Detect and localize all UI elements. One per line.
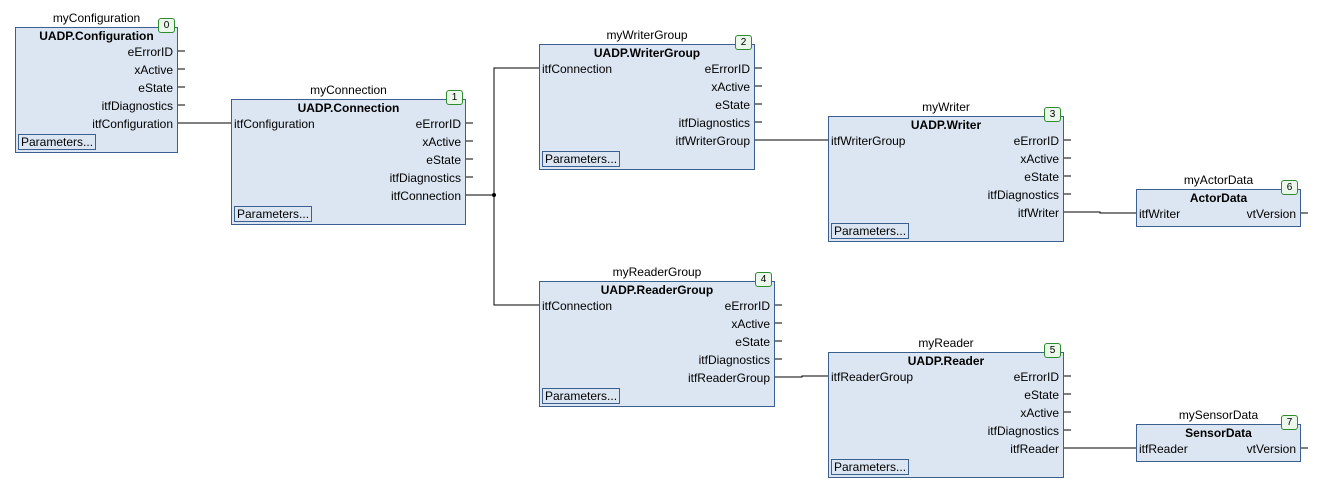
function-block-myConnection[interactable]: UADP.Connection 1 itfConfiguration eErrorID… [231,90,466,225]
output-pin-eState[interactable]: eState [1024,388,1059,402]
output-pin-itfReaderGroup[interactable]: itfReaderGroup [687,371,770,385]
output-pin-xActive[interactable]: xActive [422,135,461,149]
wire-myReaderGroup-itfReaderGroup-to-myReader-itfReaderGroup[interactable] [775,375,828,378]
instance-name: myReader [918,336,974,350]
output-pin-itfDiagnostics[interactable]: itfDiagnostics [101,99,173,113]
function-block-myReaderGroup[interactable]: UADP.ReaderGroup 4 itfConnection eErrorID xA… [539,272,775,407]
output-pin-itfConfiguration[interactable]: itfConfiguration [92,117,173,131]
output-pin-eErrorID[interactable]: eErrorID [415,117,461,131]
block-type: SensorData [1185,426,1252,440]
execution-order-badge: 7 [1281,415,1298,430]
output-pin-itfDiagnostics[interactable]: itfDiagnostics [698,353,770,367]
output-pin-itfWriter[interactable]: itfWriter [1017,206,1059,220]
block-type: UADP.Writer [910,118,982,132]
output-pin-eState[interactable]: eState [426,153,461,167]
execution-order-badge: 0 [158,18,175,33]
output-pin-xActive[interactable]: xActive [134,63,173,77]
parameters-button[interactable]: Parameters... [831,459,910,475]
output-pin-xActive[interactable]: xActive [731,317,770,331]
function-block-myWriterGroup[interactable]: UADP.WriterGroup 2 itfConnection eErrorID xA… [539,35,755,170]
block-type: UADP.Connection [297,101,400,115]
instance-name: myWriter [922,100,970,114]
wire-myConnection-itfConnection-to-myWriterGroup-itfConnection[interactable] [466,67,539,196]
output-pin-eState[interactable]: eState [138,81,173,95]
parameters-button[interactable]: Parameters... [542,151,621,167]
output-pin-itfDiagnostics[interactable]: itfDiagnostics [987,188,1059,202]
output-pin-itfDiagnostics[interactable]: itfDiagnostics [987,424,1059,438]
execution-order-badge: 1 [446,90,463,105]
input-pin-itfReader[interactable]: itfReader [1139,442,1188,456]
parameters-button[interactable]: Parameters... [234,206,313,222]
output-pin-itfWriterGroup[interactable]: itfWriterGroup [675,134,750,148]
output-pin-vtVersion[interactable]: vtVersion [1246,442,1296,456]
output-pin-itfDiagnostics[interactable]: itfDiagnostics [389,171,461,185]
output-pin-xActive[interactable]: xActive [711,80,750,94]
function-block-myWriter[interactable]: UADP.Writer 3 itfWriterGroup eErrorID xActiv… [828,107,1064,242]
block-type: UADP.WriterGroup [593,46,701,60]
output-pin-eErrorID[interactable]: eErrorID [704,62,750,76]
function-block-mySensorData[interactable]: SensorData 7 itfReader vtVersion [1136,415,1301,462]
output-pin-xActive[interactable]: xActive [1020,406,1059,420]
parameters-button[interactable]: Parameters... [831,223,910,239]
output-pin-itfDiagnostics[interactable]: itfDiagnostics [678,116,750,130]
instance-name: mySensorData [1178,408,1259,422]
junction-dot [492,193,496,197]
block-type: UADP.Reader [907,354,985,368]
input-pin-itfWriter[interactable]: itfWriter [1139,207,1181,221]
execution-order-badge: 6 [1281,180,1298,195]
output-pin-eState[interactable]: eState [1024,170,1059,184]
block-type: UADP.Configuration [39,29,154,43]
input-pin-itfConfiguration[interactable]: itfConfiguration [234,117,315,131]
input-pin-itfConnection[interactable]: itfConnection [542,299,613,313]
parameters-button[interactable]: Parameters... [18,134,97,150]
instance-name: myActorData [1183,173,1254,187]
input-pin-itfConnection[interactable]: itfConnection [542,62,613,76]
block-type: UADP.ReaderGroup [600,283,714,297]
input-pin-itfWriterGroup[interactable]: itfWriterGroup [831,134,906,148]
parameters-button[interactable]: Parameters... [542,388,621,404]
output-pin-itfConnection[interactable]: itfConnection [390,189,461,203]
function-block-myReader[interactable]: UADP.Reader 5 itfReaderGroup eErrorID eState… [828,343,1064,478]
output-pin-eErrorID[interactable]: eErrorID [127,45,173,59]
instance-name: myConfiguration [52,11,141,25]
output-pin-eState[interactable]: eState [735,335,770,349]
block-type: ActorData [1189,191,1248,205]
execution-order-badge: 5 [1044,343,1061,358]
function-block-myActorData[interactable]: ActorData 6 itfWriter vtVersion [1136,180,1301,227]
instance-name: myWriterGroup [606,28,688,42]
output-pin-xActive[interactable]: xActive [1020,152,1059,166]
instance-name: myReaderGroup [612,265,702,279]
execution-order-badge: 4 [755,272,772,287]
function-block-myConfiguration[interactable]: UADP.Configuration 0 eErrorID xActive eState… [15,18,178,153]
output-pin-itfReader[interactable]: itfReader [1010,442,1059,456]
output-pin-eErrorID[interactable]: eErrorID [1013,370,1059,384]
output-pin-eErrorID[interactable]: eErrorID [1013,134,1059,148]
output-pin-eState[interactable]: eState [715,98,750,112]
input-pin-itfReaderGroup[interactable]: itfReaderGroup [831,370,914,384]
output-pin-eErrorID[interactable]: eErrorID [724,299,770,313]
instance-name: myConnection [310,83,387,97]
execution-order-badge: 2 [735,35,752,50]
wire-myConnection-itfConnection-to-myReaderGroup-itfConnection[interactable] [466,194,539,306]
execution-order-badge: 3 [1044,107,1061,122]
output-pin-vtVersion[interactable]: vtVersion [1246,207,1296,221]
wire-myWriter-itfWriter-to-myActorData-itfWriter[interactable] [1064,211,1136,214]
